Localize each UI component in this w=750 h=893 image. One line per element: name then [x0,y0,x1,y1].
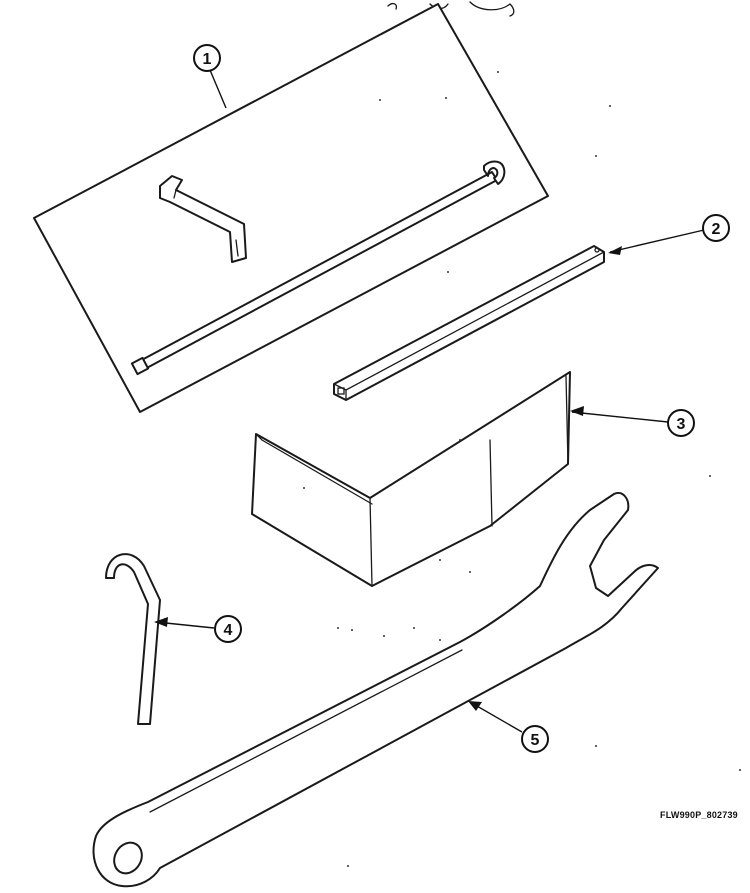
callout-2: 2 [702,214,730,242]
part-1-tool-kit [33,3,549,413]
callout-1-label: 1 [203,51,212,68]
top-scribble [387,1,515,17]
callout-1: 1 [193,44,221,72]
part-5-wrench [92,492,659,888]
long-rod-tool [130,160,506,376]
callout-4: 4 [214,615,242,643]
leader-lines [154,69,705,733]
part-3-bent-plate [251,371,571,587]
scan-specks [303,71,741,867]
callout-5: 5 [521,725,549,753]
part-2-square-shaft [333,245,605,401]
wrench-hole [113,841,143,875]
callout-4-label: 4 [224,622,233,639]
callout-2-label: 2 [712,221,721,238]
callout-3: 3 [667,409,695,437]
bracket-tool [159,175,247,263]
kit-panel [33,3,549,413]
callout-3-label: 3 [677,416,686,433]
callout-5-label: 5 [531,732,540,749]
reference-code: FLW990P_802739 [660,810,738,820]
part-4-hook-rod [105,553,161,725]
